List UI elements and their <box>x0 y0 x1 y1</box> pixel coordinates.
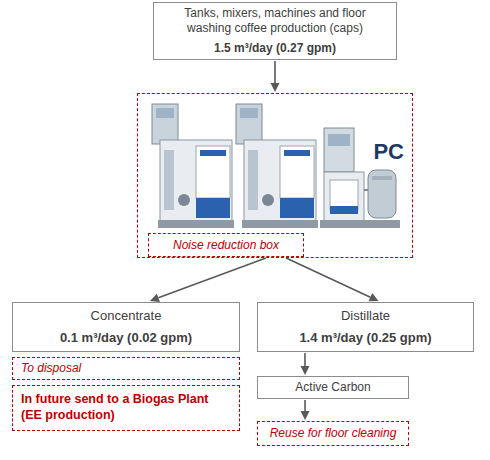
node-label: Reuse for floor cleaning <box>266 426 400 441</box>
arrow-head <box>301 411 310 420</box>
disposal-note: To disposal <box>12 357 240 380</box>
flow-line <box>286 258 370 297</box>
reuse-note: Reuse for floor cleaning <box>257 421 409 446</box>
concentrate-box: Concentrate 0.1 m³/day (0.02 gpm) <box>12 302 240 352</box>
flow-arrow <box>301 400 310 420</box>
flow-arrow <box>301 353 310 375</box>
biogas-note: In future send to a Biogas Plant (EE pro… <box>12 385 240 431</box>
flow-rate: 0.1 m³/day (0.02 gpm) <box>21 330 231 346</box>
flow-line <box>304 353 306 366</box>
distillate-box: Distillate 1.4 m³/day (0.25 gpm) <box>257 302 474 352</box>
flow-line <box>304 400 306 411</box>
flow-line <box>274 61 276 83</box>
node-label: Concentrate <box>21 308 231 324</box>
evaporator-unit <box>152 104 234 228</box>
arrow-head <box>368 293 378 301</box>
node-label: To disposal <box>21 361 231 376</box>
flow-rate: 1.4 m³/day (0.25 gpm) <box>266 330 465 346</box>
evaporator-unit <box>236 104 318 228</box>
node-label: In future send to a Biogas Plant (EE pro… <box>21 392 231 423</box>
noise-box: Noise reduction box <box>148 233 304 257</box>
node-label: Distillate <box>266 308 465 324</box>
node-label: PC <box>138 138 404 166</box>
node-label: Active Carbon <box>266 380 400 395</box>
flow-rate: 1.5 m³/day (0.27 gpm) <box>162 41 388 56</box>
arrow-head <box>301 366 310 375</box>
pc-region: PC Noise reduction box <box>137 93 413 258</box>
flow-arrow <box>150 258 266 302</box>
flow-line <box>158 258 266 298</box>
arrow-head <box>150 294 160 302</box>
arrow-head <box>271 83 280 92</box>
flow-arrow <box>271 61 280 92</box>
source-box: Tanks, mixers, machines and floor washin… <box>153 2 397 60</box>
carbon-box: Active Carbon <box>257 376 409 399</box>
node-label: Noise reduction box <box>155 238 297 253</box>
flow-arrow <box>286 258 378 301</box>
node-label: Tanks, mixers, machines and floor washin… <box>162 6 388 36</box>
